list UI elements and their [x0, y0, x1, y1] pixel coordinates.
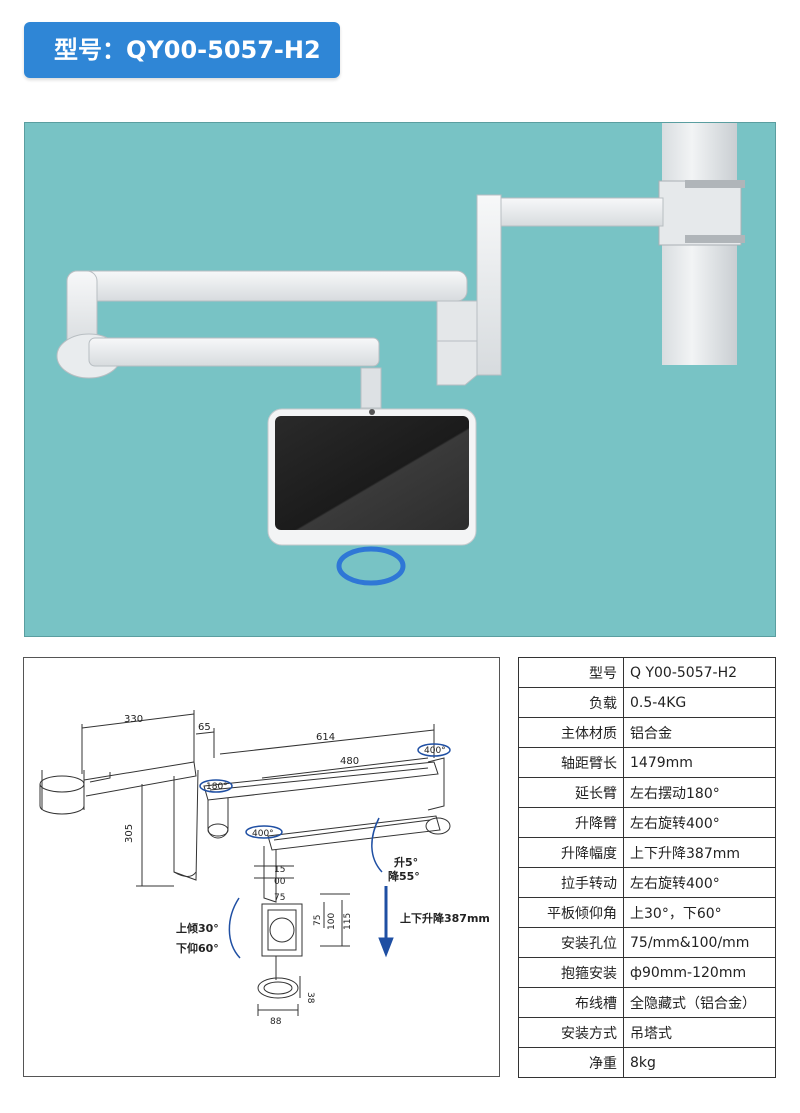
spec-value: 上下升降387mm: [623, 837, 776, 868]
spec-row: 安装方式吊塔式: [518, 1017, 776, 1048]
label-tilt-down: 下仰60°: [176, 941, 219, 955]
label-tilt-up: 上倾30°: [176, 921, 219, 935]
label-down-55: 降55°: [388, 869, 420, 883]
dim-614: 614: [316, 732, 335, 743]
spec-row: 主体材质铝合金: [518, 717, 776, 748]
spec-key: 布线槽: [518, 987, 624, 1018]
spec-key: 拉手转动: [518, 867, 624, 898]
dim-65: 65: [198, 722, 211, 733]
spec-key: 平板倾仰角: [518, 897, 624, 928]
model-title: 型号：QY00-5057-H2: [54, 36, 321, 64]
monitor-screen: [275, 416, 469, 530]
spec-value: 左右旋转400°: [623, 867, 776, 898]
spec-value: 吊塔式: [623, 1017, 776, 1048]
spec-key: 升降幅度: [518, 837, 624, 868]
spec-value: 左右旋转400°: [623, 807, 776, 838]
spec-value: 0.5-4KG: [623, 687, 776, 718]
spec-key: 安装孔位: [518, 927, 624, 958]
spec-value: Q Y00-5057-H2: [623, 657, 776, 688]
spec-value: 全隐藏式（铝合金）: [623, 987, 776, 1018]
spec-key: 安装方式: [518, 1017, 624, 1048]
rot-400-a: 400°: [424, 746, 446, 756]
spec-row: 布线槽全隐藏式（铝合金）: [518, 987, 776, 1018]
dim-15: 15: [274, 865, 285, 875]
ring-handle: [336, 546, 406, 586]
spec-value: 8kg: [623, 1047, 776, 1078]
spec-key: 轴距臂长: [518, 747, 624, 778]
drop-post: [476, 194, 502, 376]
rot-400-b: 400°: [252, 829, 274, 839]
dim-330: 330: [124, 714, 143, 725]
dim-75-b: 75: [313, 915, 323, 926]
spec-row: 拉手转动左右旋转400°: [518, 867, 776, 898]
label-up-5: 升5°: [394, 855, 418, 869]
spec-value: 铝合金: [623, 717, 776, 748]
spec-row: 升降臂左右旋转400°: [518, 807, 776, 838]
spec-value: ф90mm-120mm: [623, 957, 776, 988]
spec-key: 延长臂: [518, 777, 624, 808]
spec-value: 75/mm&100/mm: [623, 927, 776, 958]
spec-key: 负载: [518, 687, 624, 718]
spec-row: 平板倾仰角上30°，下60°: [518, 897, 776, 928]
monitor-arm-photo: [56, 123, 745, 586]
rot-180: 180°: [206, 782, 228, 792]
spec-key: 型号: [518, 657, 624, 688]
extension-arm: [494, 197, 664, 227]
spec-key: 主体材质: [518, 717, 624, 748]
dim-480: 480: [340, 756, 359, 767]
upper-parallel-arm: [66, 270, 468, 302]
spec-value: 1479mm: [623, 747, 776, 778]
product-photo: [24, 122, 776, 637]
spec-row: 升降幅度上下升降387mm: [518, 837, 776, 868]
dim-305: 305: [124, 824, 135, 843]
dim-75-a: 75: [274, 893, 285, 903]
lift-arm: [88, 337, 380, 367]
dim-88: 88: [270, 1017, 282, 1027]
dim-38: 38: [305, 992, 315, 1004]
spec-value: 上30°，下60°: [623, 897, 776, 928]
dim-115: 115: [343, 913, 353, 930]
dimension-drawing: 330 65 614 480 400° 180° 400° 305 15 00 …: [39, 710, 490, 1027]
label-lift-387: 上下升降387mm: [400, 911, 490, 925]
spec-key: 抱箍安装: [518, 957, 624, 988]
dim-00: 00: [274, 877, 286, 887]
spec-key: 升降臂: [518, 807, 624, 838]
pole-clamp: [658, 180, 742, 246]
spec-key: 净重: [518, 1047, 624, 1078]
spec-row: 延长臂左右摆动180°: [518, 777, 776, 808]
spec-value: 左右摆动180°: [623, 777, 776, 808]
model-title-badge: 型号：QY00-5057-H2: [24, 22, 340, 78]
technical-diagram: 330 65 614 480 400° 180° 400° 305 15 00 …: [23, 657, 500, 1077]
dim-100: 100: [327, 913, 337, 930]
